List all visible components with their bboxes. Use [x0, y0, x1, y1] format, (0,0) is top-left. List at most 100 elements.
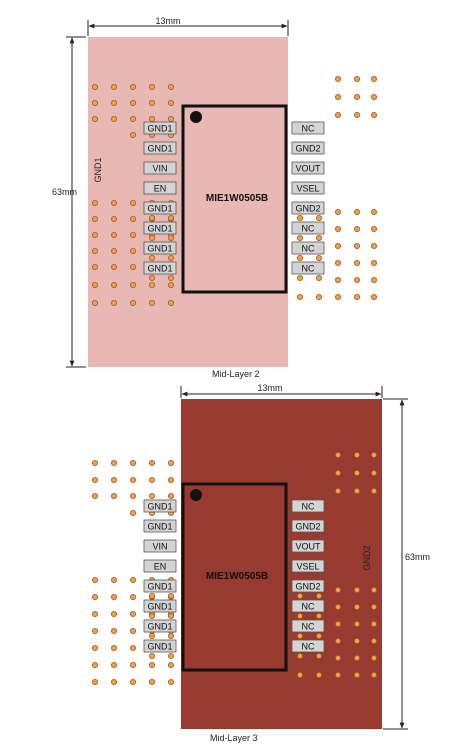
right-pin-pad: [291, 519, 325, 533]
via: [296, 653, 303, 660]
via: [111, 577, 118, 584]
via: [370, 655, 377, 662]
right-pin-label: NC: [302, 264, 315, 274]
right-pin-label: NC: [302, 502, 315, 512]
via: [92, 231, 99, 238]
via: [334, 621, 341, 628]
via: [334, 655, 341, 662]
via: [334, 469, 341, 476]
via: [334, 604, 341, 611]
right-pin-label: NC: [302, 622, 315, 632]
via: [148, 459, 155, 466]
via: [315, 293, 322, 300]
left-pin-label: GND1: [147, 522, 172, 532]
left-pin-pad: [143, 539, 177, 553]
via: [370, 225, 377, 232]
via: [167, 459, 174, 466]
left-pin-pad: [143, 201, 177, 215]
via: [370, 451, 377, 458]
via: [111, 679, 118, 686]
right-pin-label: NC: [302, 602, 315, 612]
via: [353, 621, 360, 628]
left-pin-pad: [143, 519, 177, 533]
via: [111, 215, 118, 222]
via: [296, 234, 303, 241]
right-pin-pad: [291, 539, 325, 553]
left-pin-pad: [143, 599, 177, 613]
via: [353, 587, 360, 594]
via: [315, 234, 322, 241]
via: [148, 84, 155, 91]
right-pin-label: NC: [302, 244, 315, 254]
via: [167, 492, 174, 499]
via: [111, 459, 118, 466]
right-pin-pad: [291, 121, 325, 135]
right-pin-label: VOUT: [295, 542, 321, 552]
left-pin-label: GND1: [147, 622, 172, 632]
via: [370, 259, 377, 266]
via: [370, 469, 377, 476]
via: [296, 593, 303, 600]
via: [370, 208, 377, 215]
via: [353, 655, 360, 662]
via: [315, 653, 322, 660]
via: [167, 653, 174, 660]
via: [353, 208, 360, 215]
via: [92, 476, 99, 483]
via: [353, 242, 360, 249]
layer-panel-mid-layer-3: 13mm 63mm GND2 MIE1W0505B GND1GND1VINENG…: [92, 383, 430, 743]
via: [353, 469, 360, 476]
via: [370, 638, 377, 645]
via: [148, 662, 155, 669]
left-pin-label: VIN: [152, 542, 167, 552]
via: [148, 593, 155, 600]
left-pin-pad: [143, 559, 177, 573]
via: [129, 215, 136, 222]
via: [129, 84, 136, 91]
left-pin-pad: [143, 639, 177, 653]
via: [353, 112, 360, 119]
via: [296, 214, 303, 221]
via: [111, 100, 118, 107]
via: [92, 247, 99, 254]
via: [111, 116, 118, 123]
via: [92, 645, 99, 652]
via: [129, 231, 136, 238]
right-pin-pad: [291, 499, 325, 513]
board-outline: [88, 37, 288, 367]
left-pin-pad: [143, 161, 177, 175]
via: [148, 234, 155, 241]
via: [334, 293, 341, 300]
via: [129, 492, 136, 499]
via: [129, 594, 136, 601]
via: [334, 112, 341, 119]
left-pin-label: GND1: [147, 224, 172, 234]
height-dimension-label: 63mm: [52, 187, 77, 197]
via: [334, 94, 341, 101]
via: [111, 645, 118, 652]
via: [92, 611, 99, 618]
left-pin-label: GND1: [147, 144, 172, 154]
left-pin-label: GND1: [147, 582, 172, 592]
left-pin-pad: [143, 261, 177, 275]
via: [148, 299, 155, 306]
via: [370, 293, 377, 300]
via: [353, 225, 360, 232]
via: [353, 451, 360, 458]
via: [92, 100, 99, 107]
via: [353, 76, 360, 83]
via: [315, 633, 322, 640]
right-pin-pad: [291, 161, 325, 175]
chip-label: MIE1W0505B: [206, 193, 268, 204]
via: [129, 645, 136, 652]
right-pin-label: GND2: [295, 582, 320, 592]
via: [111, 299, 118, 306]
via: [129, 199, 136, 206]
right-pin-pad: [291, 141, 325, 155]
via: [353, 487, 360, 494]
via: [111, 281, 118, 288]
left-pin-pad: [143, 241, 177, 255]
height-dimension-label: 63mm: [405, 552, 430, 562]
left-pin-pad: [143, 141, 177, 155]
